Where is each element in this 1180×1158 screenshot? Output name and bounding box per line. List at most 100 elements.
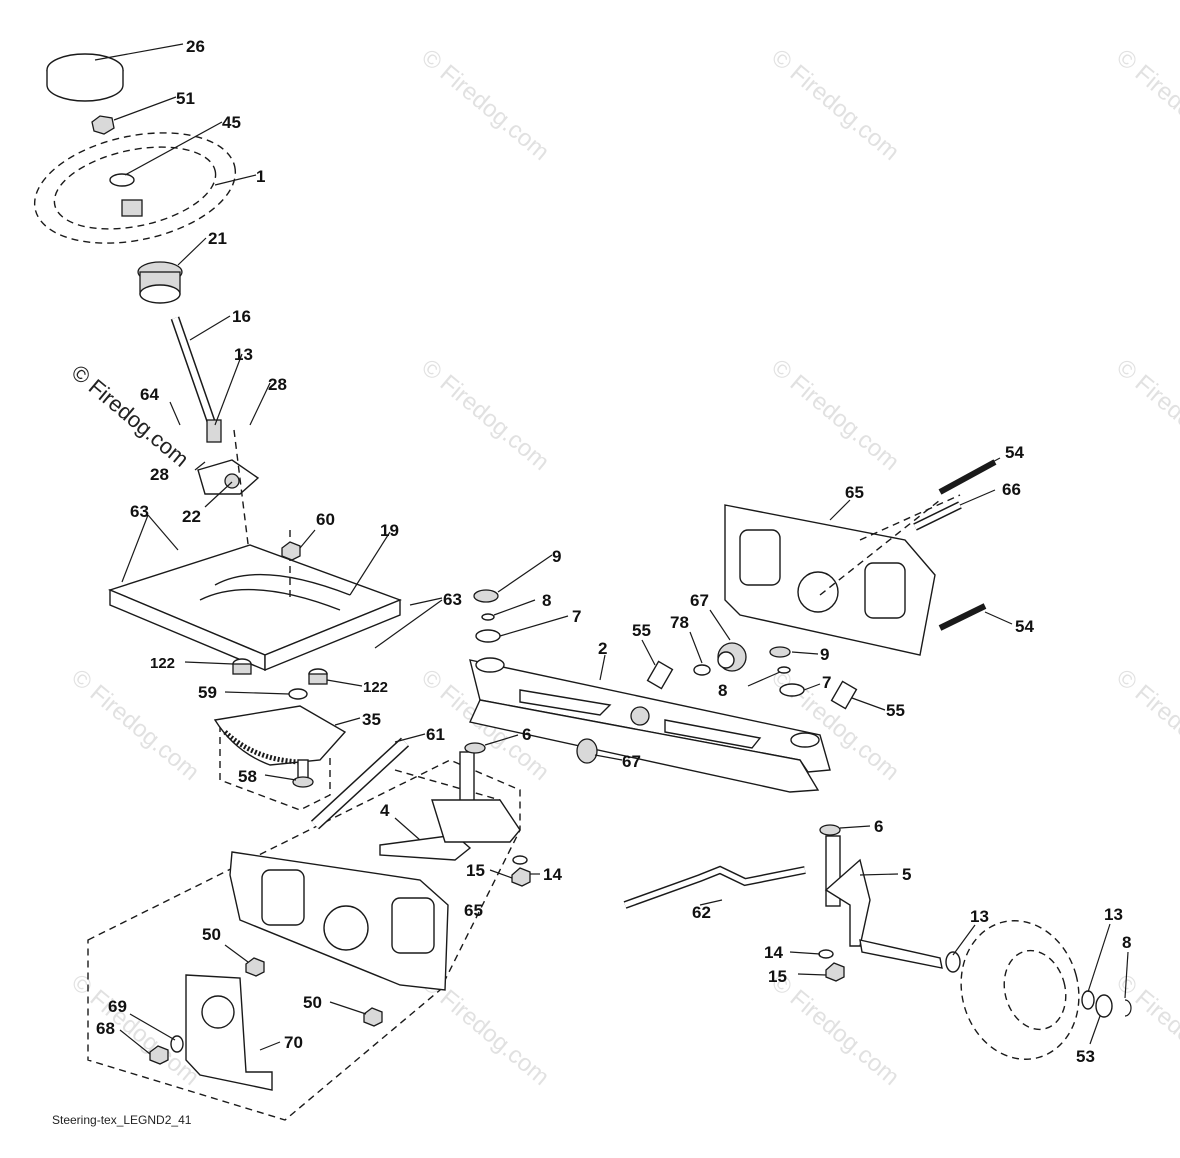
clip-8-right (777, 666, 791, 674)
sector-gear (213, 705, 347, 766)
clip-8-left (481, 613, 495, 621)
spacer-55-left (646, 660, 674, 690)
cap-9-right (769, 646, 791, 658)
callout-35: 35 (362, 710, 381, 729)
callout-122-left: 122 (150, 655, 175, 672)
nut-51 (91, 115, 115, 135)
callout-70: 70 (284, 1033, 303, 1052)
sector-gear-dashed-box (219, 725, 331, 811)
spindle-right (824, 835, 943, 969)
bolt-66 (913, 501, 962, 531)
callout-8-left: 8 (542, 591, 551, 610)
nut-15-left (511, 867, 531, 887)
spacer-55-right (830, 680, 858, 710)
callout-63-left: 63 (130, 502, 149, 521)
nut-15-right (825, 962, 845, 982)
callout-5: 5 (902, 865, 911, 884)
bushing-67-top (717, 642, 747, 672)
callout-67-bottom: 67 (622, 752, 641, 771)
watermark: © Firedog.com (1111, 354, 1180, 476)
watermark: © Firedog.com (66, 664, 204, 786)
callout-122-right: 122 (363, 679, 388, 696)
callout-9-right: 9 (820, 645, 829, 664)
callout-55-right: 55 (886, 701, 905, 720)
callout-58: 58 (238, 767, 257, 786)
callout-60: 60 (316, 510, 335, 529)
washer-6-left (464, 742, 486, 754)
callout-16: 16 (232, 307, 251, 326)
washer-53 (1095, 994, 1113, 1018)
steering-plate (107, 544, 402, 672)
callout-54-top: 54 (1005, 443, 1024, 462)
nut-68 (149, 1045, 169, 1065)
callout-61: 61 (426, 725, 445, 744)
washer-7-right (779, 683, 805, 697)
callout-7-left: 7 (572, 607, 581, 626)
callout-66: 66 (1002, 480, 1021, 499)
callout-4: 4 (380, 801, 390, 820)
callout-1: 1 (256, 167, 265, 186)
watermark-dark: © Firedog.com (67, 360, 194, 472)
callout-15-left: 15 (466, 861, 485, 880)
callout-54-bottom: 54 (1015, 617, 1034, 636)
watermark: © Firedog.com (66, 969, 204, 1091)
callout-13-wheel-inner: 13 (970, 907, 989, 926)
callout-62: 62 (692, 903, 711, 922)
washer-59 (288, 688, 308, 700)
watermark: © Firedog.com (1111, 969, 1180, 1091)
watermark: © Firedog.com (1111, 664, 1180, 786)
leader-lines (94, 43, 1129, 1055)
callout-13-wheel-outer: 13 (1104, 905, 1123, 924)
steering-shaft (170, 316, 222, 443)
callout-6-right: 6 (874, 817, 883, 836)
drag-link (310, 737, 410, 830)
callout-8-right: 8 (718, 681, 727, 700)
callout-51: 51 (176, 89, 195, 108)
washer-13-outer (1081, 990, 1095, 1010)
watermark: © Firedog.com (766, 969, 904, 1091)
assembly-dashed-outline (87, 759, 521, 1121)
steering-adapter (137, 261, 183, 304)
callout-69: 69 (108, 997, 127, 1016)
callout-45: 45 (222, 113, 241, 132)
front-wheel (960, 920, 1080, 1060)
callout-68: 68 (96, 1019, 115, 1038)
callout-15-right: 15 (768, 967, 787, 986)
watermark: © Firedog.com (766, 354, 904, 476)
steering-wheel (33, 132, 237, 244)
nut-50-left (245, 957, 265, 977)
callout-14-right: 14 (764, 943, 783, 962)
callout-13-upper: 13 (234, 345, 253, 364)
callout-22: 22 (182, 507, 201, 526)
bracket-70 (185, 974, 273, 1091)
bushing-122-left (232, 658, 252, 675)
bolt-54-top (938, 459, 997, 495)
washer-13-inner (945, 951, 961, 973)
callout-19: 19 (380, 521, 399, 540)
tie-rod (623, 865, 806, 909)
bushing-67-bottom (576, 738, 598, 764)
callout-78: 78 (670, 613, 689, 632)
clip-8-wheel (1124, 999, 1132, 1017)
callout-28-right: 28 (268, 375, 287, 394)
callout-53: 53 (1076, 1047, 1095, 1066)
cap-9-left (473, 589, 499, 603)
bolt-54-bottom (938, 603, 987, 631)
washer-6-right (819, 824, 841, 836)
callout-21: 21 (208, 229, 227, 248)
washer-7-left (475, 629, 501, 643)
bolt-58 (292, 759, 314, 788)
callout-59: 59 (198, 683, 217, 702)
washer-14-right (818, 949, 834, 959)
callout-64: 64 (140, 385, 159, 404)
spindle-left (379, 751, 521, 861)
watermark: © Firedog.com (416, 44, 554, 166)
axle-plate-right (724, 504, 936, 656)
callout-6-left: 6 (522, 725, 531, 744)
callout-7-right: 7 (822, 673, 831, 692)
watermark: © Firedog.com (1111, 44, 1180, 166)
callout-50-left: 50 (202, 925, 221, 944)
callout-8-wheel: 8 (1122, 933, 1131, 952)
callout-50-right: 50 (303, 993, 322, 1012)
